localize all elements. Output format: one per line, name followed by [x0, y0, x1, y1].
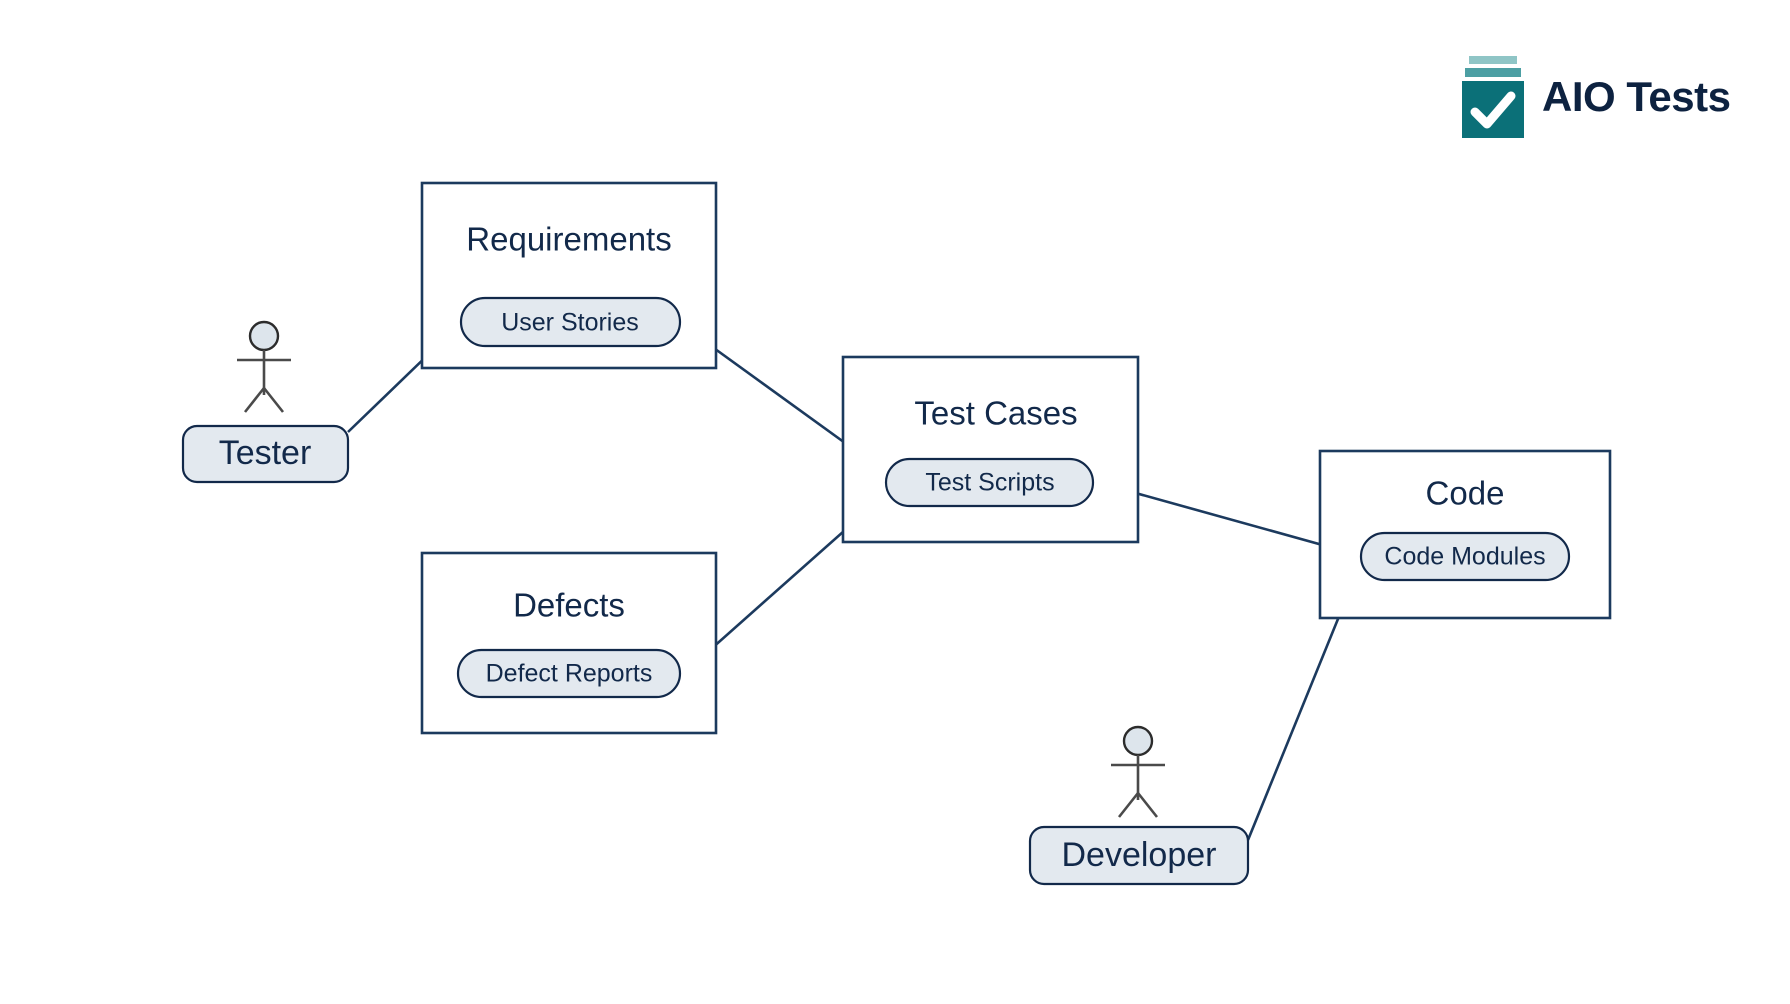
pill-user-stories[interactable]: User Stories [459, 296, 682, 348]
pill-defect-reports[interactable]: Defect Reports [456, 648, 682, 699]
developer-leg-left [1117, 792, 1140, 818]
tester-leg-right [262, 387, 285, 413]
box-requirements[interactable]: Requirements User Stories [420, 181, 718, 370]
check-icon [1470, 91, 1516, 129]
logo-top-bar [1469, 56, 1517, 64]
pill-code-modules-label: Code Modules [1384, 543, 1545, 571]
box-requirements-title: Requirements [466, 221, 671, 258]
box-code-title: Code [1426, 475, 1505, 512]
box-defects-frame [420, 551, 718, 735]
link-test-scripts-to-code-modules [1095, 480, 1363, 558]
tester-leg-left [243, 387, 266, 413]
brand-name: AIO Tests [1542, 73, 1731, 120]
pill-code-modules-frame [1359, 531, 1571, 582]
pill-test-scripts[interactable]: Test Scripts [884, 457, 1095, 508]
actor-developer-pill [1028, 825, 1250, 886]
developer-stick-figure-icon [1111, 725, 1165, 818]
box-test-cases-frame [841, 355, 1140, 544]
box-defects[interactable]: Defects Defect Reports [420, 551, 718, 735]
actor-developer-label: Developer [1062, 836, 1217, 874]
logo-mid-bar [1465, 68, 1521, 77]
box-test-cases-title: Test Cases [914, 395, 1077, 432]
actor-tester-label: Tester [219, 434, 312, 472]
actor-developer[interactable]: Developer [1028, 725, 1250, 886]
tester-head [248, 320, 280, 352]
pill-user-stories-label: User Stories [501, 309, 639, 337]
pill-defect-reports-label: Defect Reports [486, 660, 653, 688]
box-code[interactable]: Code Code Modules [1318, 449, 1612, 620]
developer-leg-right [1136, 792, 1159, 818]
developer-head [1122, 725, 1154, 757]
actor-tester-pill [181, 424, 350, 484]
pill-code-modules[interactable]: Code Modules [1359, 531, 1571, 582]
aio-tests-logo-icon [1462, 56, 1524, 138]
pill-user-stories-frame [459, 296, 682, 348]
pill-test-scripts-label: Test Scripts [925, 469, 1054, 497]
brand-logo: AIO Tests [1462, 56, 1731, 138]
box-defects-title: Defects [513, 587, 625, 624]
pill-defect-reports-frame [456, 648, 682, 699]
tester-stick-figure-icon [237, 320, 291, 413]
pill-test-scripts-frame [884, 457, 1095, 508]
box-test-cases[interactable]: Test Cases Test Scripts [841, 355, 1140, 544]
actor-tester[interactable]: Tester [181, 320, 350, 484]
